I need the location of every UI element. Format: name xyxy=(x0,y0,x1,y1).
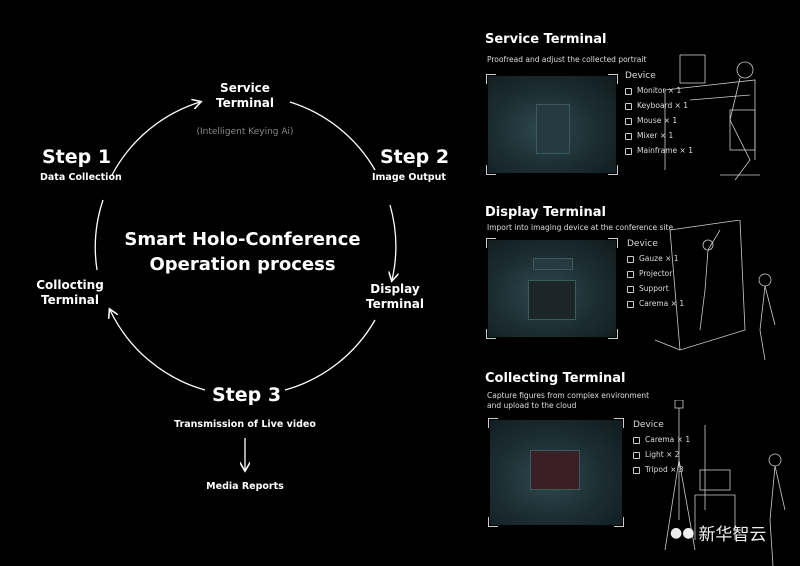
service-terminal-node: Service Terminal xyxy=(215,81,275,110)
device-render-image xyxy=(486,74,618,175)
step2-label: Step 2 xyxy=(380,146,450,168)
camera-icon xyxy=(627,300,634,308)
device-list: Device Carema × 1 Light × 2 Tripod × 3 xyxy=(633,420,690,480)
device-item: Tripod × 3 xyxy=(633,465,690,474)
tripod-icon xyxy=(633,466,640,474)
device-list: Device Gauze × 1 Projector Support Carem… xyxy=(627,239,684,314)
device-header: Device xyxy=(625,71,656,81)
device-item: Monitor × 1 xyxy=(625,86,693,95)
device-header: Device xyxy=(627,239,658,249)
collocting-terminal-node: Collocting Terminal xyxy=(36,278,104,307)
section-title: Display Terminal xyxy=(485,205,606,220)
device-item: Keyboard × 1 xyxy=(625,101,693,110)
device-item: Projector xyxy=(627,269,684,278)
device-header: Device xyxy=(633,420,664,430)
mainframe-icon xyxy=(625,147,632,155)
section-title: Service Terminal xyxy=(485,32,607,47)
mixer-icon xyxy=(625,132,632,140)
process-cycle-arrows xyxy=(94,0,480,566)
watermark: ●● 新华智云 xyxy=(670,520,767,546)
support-icon xyxy=(627,285,634,293)
step1-desc: Data Collection xyxy=(40,172,122,183)
camera-setup-sketch xyxy=(664,400,786,566)
step3-label: Step 3 xyxy=(212,384,282,406)
media-reports-node: Media Reports xyxy=(206,481,284,492)
device-item: Mixer × 1 xyxy=(625,131,693,140)
device-render-image xyxy=(486,238,618,339)
step2-desc: Image Output xyxy=(372,172,446,183)
device-item: Carema × 1 xyxy=(633,435,690,444)
section-desc: Import into imaging device at the confer… xyxy=(487,223,674,232)
section-title: Collecting Terminal xyxy=(485,371,626,386)
diagram-title-line1: Smart Holo-Conference xyxy=(124,229,361,250)
camera-icon xyxy=(633,436,640,444)
device-item: Support xyxy=(627,284,684,293)
wechat-icon: ●● xyxy=(670,524,695,541)
diagram-title-line2: Operation process xyxy=(149,254,336,275)
keyboard-icon xyxy=(625,102,632,110)
display-terminal-node: Display Terminal xyxy=(365,282,425,311)
projector-icon xyxy=(627,270,634,278)
section-desc: Capture figures from complex environment… xyxy=(487,391,650,410)
step3-desc: Transmission of Live video xyxy=(174,419,316,430)
keying-note: (Intelligent Keying Ai) xyxy=(196,127,294,137)
workstation-sketch xyxy=(664,54,760,181)
watermark-text: 新华智云 xyxy=(698,525,767,545)
device-item: Light × 2 xyxy=(633,450,690,459)
hologram-screen-sketch xyxy=(654,220,776,360)
mouse-icon xyxy=(625,117,632,125)
light-icon xyxy=(633,451,640,459)
step1-label: Step 1 xyxy=(42,146,112,168)
monitor-icon xyxy=(625,87,632,95)
gauze-icon xyxy=(627,255,634,263)
device-render-image xyxy=(488,418,624,527)
section-desc: Proofread and adjust the collected portr… xyxy=(487,55,647,64)
device-item: Gauze × 1 xyxy=(627,254,684,263)
device-item: Carema × 1 xyxy=(627,299,684,308)
device-item: Mouse × 1 xyxy=(625,116,693,125)
